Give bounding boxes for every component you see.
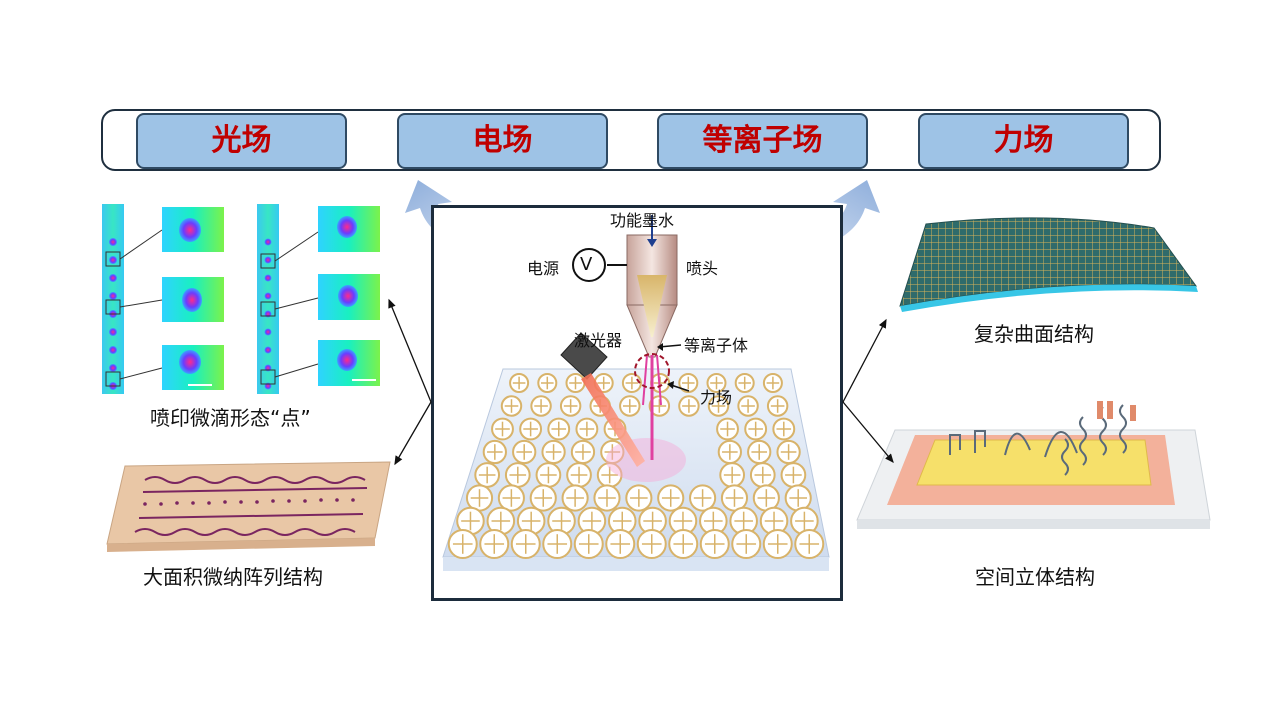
nozzle-label: 喷头	[686, 259, 719, 278]
field-box-plasma: 等离子场	[657, 113, 868, 169]
arrow-to-surface	[842, 318, 887, 403]
curved-surface	[899, 217, 1198, 312]
laser-device	[560, 332, 645, 467]
power-label: 电源	[527, 259, 560, 278]
field-box-force: 力场	[918, 113, 1129, 169]
force-label: 力场	[700, 388, 733, 407]
spatial-caption: 空间立体结构	[975, 565, 1095, 589]
spatial-structure	[856, 401, 1211, 529]
surface-caption: 复杂曲面结构	[974, 322, 1094, 346]
droplet-figure	[102, 204, 380, 394]
droplet-column-right	[264, 238, 272, 390]
arrow-to-spatial	[842, 401, 894, 463]
curved-arrow-right	[765, 180, 880, 252]
plasma-label: 等离子体	[684, 336, 749, 355]
array-board	[106, 461, 391, 552]
dot-row	[143, 498, 355, 506]
arrow-to-array	[394, 401, 432, 466]
arrow-to-droplet	[388, 298, 432, 403]
droplet-caption: 喷印微滴形态“点”	[150, 406, 311, 430]
ink-label: 功能墨水	[610, 211, 675, 230]
ring-array	[447, 373, 825, 559]
3d-wires	[949, 404, 1127, 476]
voltage-source-icon	[572, 248, 606, 282]
center-panel	[431, 205, 843, 601]
field-box-light: 光场	[136, 113, 347, 169]
field-box-electric: 电场	[397, 113, 608, 169]
voltage-symbol: V	[580, 254, 593, 275]
laser-label: 激光器	[574, 331, 623, 350]
plasma-region	[634, 353, 670, 389]
curved-arrow-left	[405, 180, 520, 252]
array-caption: 大面积微纳阵列结构	[143, 565, 323, 589]
droplet-column-left	[109, 238, 117, 390]
